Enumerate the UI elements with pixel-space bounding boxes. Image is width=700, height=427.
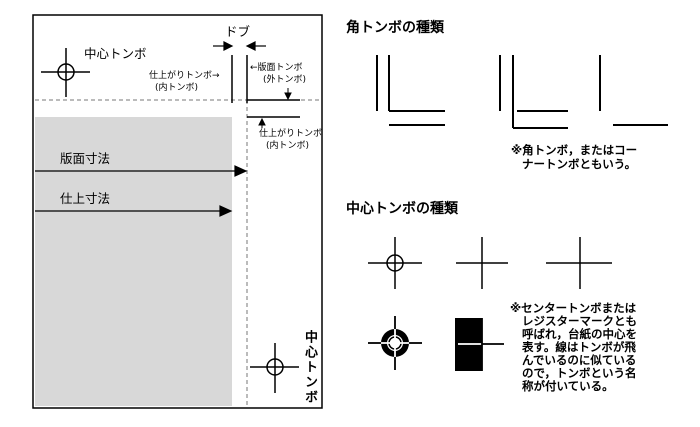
hanmen-sunpo-label: 版面寸法 bbox=[60, 151, 111, 166]
shiagari-tombo-label-left: 仕上がりトンボ→ bbox=[149, 71, 220, 81]
kaku-tombo-note-line-1: ※角トンボ，またはコー bbox=[511, 143, 638, 157]
kaku-tombo-title: 角トンボの種類 bbox=[346, 20, 444, 36]
chushin-note-line-1: ※センタートンボまたは bbox=[510, 301, 637, 315]
sheet-border bbox=[32, 14, 323, 409]
corner-tombo-type-1 bbox=[376, 55, 445, 126]
shiagari-tombo-label-below: 仕上がりトンボ bbox=[259, 129, 323, 139]
chushin-tombo-title: 中心トンボの種類 bbox=[346, 201, 458, 217]
chushin-note-line-4: 表す。線はトンボが飛 bbox=[522, 340, 636, 354]
uchi-tombo-label-below: (内トンボ) bbox=[266, 141, 310, 151]
soto-tombo-label: (外トンボ) bbox=[263, 75, 307, 85]
trim-area bbox=[35, 117, 232, 406]
chushin-note-line-7: 称が付いている。 bbox=[522, 379, 614, 393]
chushin-note-line-2: レジスターマークとも bbox=[522, 314, 637, 328]
center-tombo-vertical-label: 中心トンボ bbox=[302, 330, 317, 405]
center-tombo-type-4 bbox=[368, 316, 422, 370]
shiage-sunpo-label: 仕上寸法 bbox=[60, 191, 111, 206]
hanmen-sunpo-arrow bbox=[35, 165, 248, 177]
corner-tombo-type-3 bbox=[599, 55, 668, 126]
shiage-sunpo-arrow bbox=[35, 205, 233, 217]
kaku-tombo-note-line-2: ナートンボともいう。 bbox=[522, 157, 637, 171]
dobu-label: ドブ bbox=[225, 24, 251, 39]
center-tombo-top-left bbox=[41, 48, 90, 97]
dobu-arrows bbox=[213, 41, 266, 51]
center-tombo-type-3 bbox=[546, 237, 612, 289]
uchi-tombo-label-left: (内トンボ) bbox=[155, 83, 199, 93]
center-tombo-type-1 bbox=[368, 237, 422, 289]
center-tombo-type-5 bbox=[455, 318, 504, 371]
chushin-note-line-3: 呼ばれ，台紙の中心を bbox=[522, 327, 637, 341]
label-arrows bbox=[258, 88, 292, 128]
corner-tombo-type-2 bbox=[499, 55, 568, 129]
corner-tombo-on-sheet bbox=[231, 55, 300, 118]
center-tombo-type-2 bbox=[456, 237, 508, 289]
center-tombo-bottom-right bbox=[250, 343, 299, 393]
chushin-note-line-6: ので，トンボという名 bbox=[522, 366, 637, 380]
hanmen-tombo-label: ←版面トンボ bbox=[250, 63, 303, 73]
center-tombo-label: 中心トンボ bbox=[84, 46, 147, 61]
chushin-note-line-5: んでいるのに似ている bbox=[522, 353, 637, 367]
